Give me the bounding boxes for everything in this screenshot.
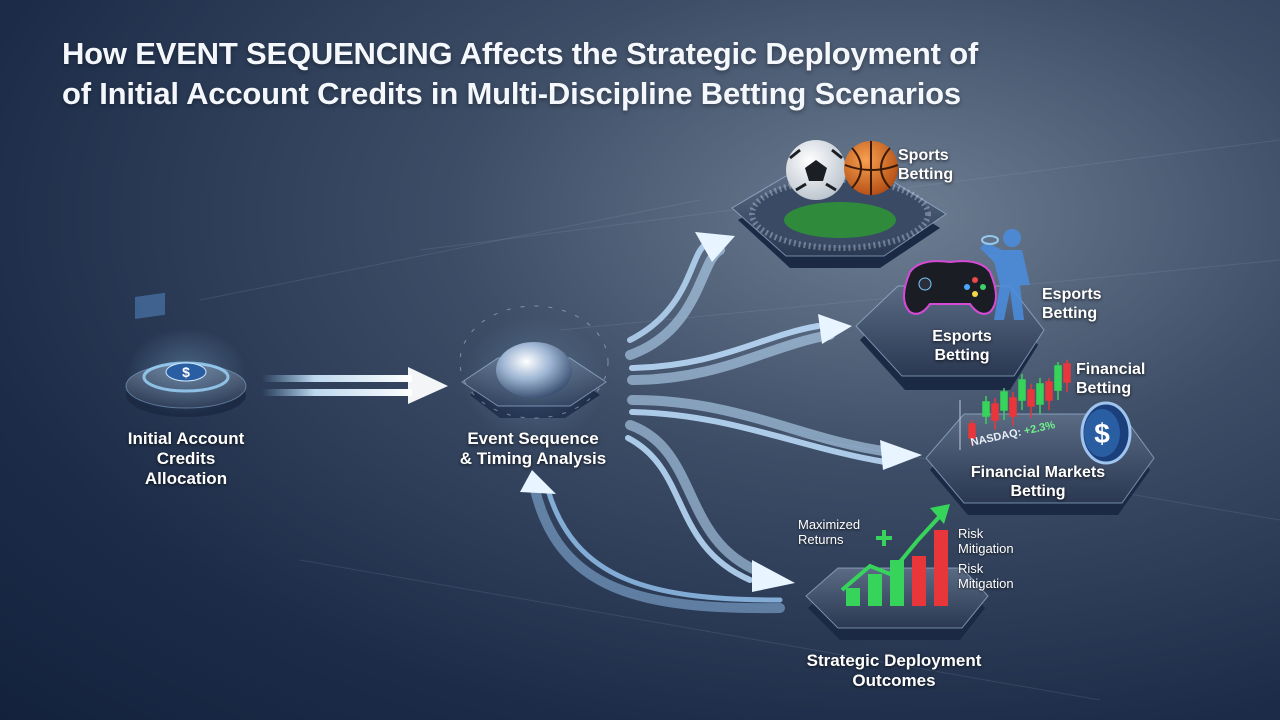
arrow-analysis-to-sports [625, 232, 735, 360]
initial-credits-label: Initial Account Credits Allocation [127, 429, 245, 488]
esports-betting-label-top: Esports Betting [1042, 286, 1102, 322]
arrow-analysis-to-outcomes [625, 420, 795, 592]
candlestick-chart [959, 360, 1071, 450]
arrow-initial-to-analysis [262, 367, 448, 404]
outcomes-platform [805, 504, 989, 640]
plus-icon [876, 530, 892, 546]
analysis-orb [496, 342, 572, 398]
basketball-icon [844, 141, 899, 195]
title-line-2: of Initial Account Credits in Multi-Disc… [62, 76, 961, 111]
event-sequence-platform [459, 305, 609, 444]
dollar-coin-icon: $ [1080, 401, 1132, 465]
initial-credits-platform: $ [125, 292, 247, 417]
esports-betting-label: Esports Betting [932, 328, 992, 364]
vr-player-icon [980, 229, 1030, 320]
arrow-analysis-to-esports [627, 314, 852, 385]
financial-markets-label: Financial Markets Betting [970, 464, 1106, 500]
esports-betting-platform [855, 229, 1045, 390]
title-line-1: How EVENT SEQUENCING Affects the Strateg… [62, 36, 979, 71]
sports-betting-platform [731, 140, 947, 268]
game-controller-icon [903, 260, 997, 315]
stadium-field [784, 202, 896, 238]
growth-arrow-icon [840, 504, 950, 592]
strategic-outcomes-label: Strategic Deployment Outcomes [806, 651, 982, 690]
sports-betting-label: Sports Betting [898, 147, 954, 183]
svg-text:$: $ [182, 364, 190, 380]
financial-betting-label: Financial Betting [1076, 361, 1146, 397]
maximized-returns-label: Maximized Returns [798, 517, 861, 547]
svg-text:$: $ [1094, 418, 1110, 449]
dollar-chip-icon: $ [165, 362, 207, 382]
risk-mitigation-label-2: Risk Mitigation [958, 561, 1014, 591]
risk-mitigation-label-1: Risk Mitigation [958, 526, 1014, 556]
arrow-analysis-to-financial [627, 395, 922, 470]
soccer-ball-icon [786, 140, 846, 200]
financial-markets-platform: $ [925, 360, 1155, 515]
page-title: How EVENT SEQUENCING Affects the Strateg… [62, 34, 1242, 114]
event-sequence-label: Event Sequence & Timing Analysis [459, 429, 607, 468]
arrow-outcomes-feedback [520, 470, 785, 614]
